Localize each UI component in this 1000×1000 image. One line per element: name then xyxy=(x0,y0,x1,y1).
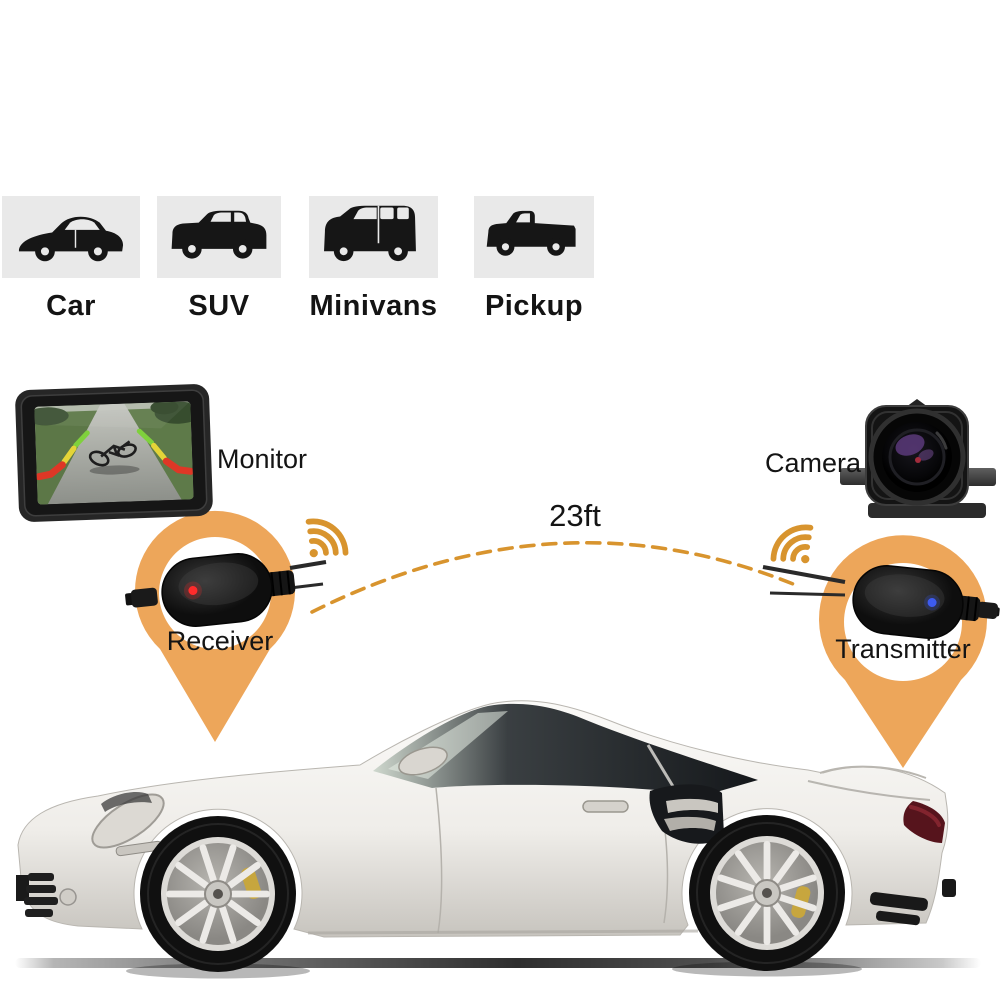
rear-wheel xyxy=(689,815,845,971)
door-handle xyxy=(582,800,629,813)
camera-lens-icon xyxy=(868,408,966,506)
vehicle-tile-pickup xyxy=(474,196,594,278)
parking-guidelines xyxy=(35,428,194,481)
transmitter-pin xyxy=(762,535,1000,768)
vehicle-label-pickup: Pickup xyxy=(484,290,584,322)
pickup-icon xyxy=(486,210,576,256)
receiver-antenna-wire xyxy=(289,582,324,590)
camera-bracket-bottom xyxy=(868,503,986,518)
bicycle-graphic xyxy=(88,440,140,475)
transmitter-antenna-wire xyxy=(769,591,846,597)
distance-arc xyxy=(310,540,800,614)
front-wheel xyxy=(140,816,296,972)
vehicle-label-car: Car xyxy=(46,290,96,322)
receiver-antenna-wire xyxy=(289,560,327,570)
ground-shadow xyxy=(15,958,981,968)
minivan-icon xyxy=(323,205,416,262)
side-air-intake xyxy=(649,784,724,844)
receiver-led xyxy=(188,586,198,596)
tail-light xyxy=(903,801,945,843)
car-photo xyxy=(16,700,956,979)
car-icon xyxy=(18,216,124,262)
side-mirror xyxy=(398,746,448,776)
camera-device xyxy=(840,399,996,518)
camera-bracket-left xyxy=(840,468,870,485)
monitor-screen xyxy=(34,401,194,505)
vehicle-tile-car xyxy=(2,196,140,278)
wifi-signal-transmitter-icon xyxy=(770,524,814,564)
vehicle-tile-minivan xyxy=(309,196,438,278)
camera-bracket-right xyxy=(964,468,996,486)
transmitter-antenna-wire xyxy=(762,565,846,584)
front-bumper-vents xyxy=(24,873,58,917)
distance-label: 23ft xyxy=(549,498,601,533)
receiver-device xyxy=(125,553,296,627)
map-pin-shape xyxy=(135,510,295,742)
transmitter-led xyxy=(927,598,937,608)
receiver-label: Receiver xyxy=(166,626,274,656)
transmitter-device xyxy=(852,565,1000,639)
vehicle-label-minivans: Minivans xyxy=(309,290,438,322)
suv-icon xyxy=(171,210,267,259)
transmitter-label: Transmitter xyxy=(835,634,971,664)
headlight xyxy=(91,793,165,849)
monitor-label: Monitor xyxy=(216,444,308,474)
camera-label: Camera xyxy=(764,448,862,478)
rear-bumper-vents xyxy=(869,879,956,926)
map-pin-shape xyxy=(819,535,987,768)
vehicle-tile-suv xyxy=(157,196,281,278)
wifi-signal-receiver-icon xyxy=(305,518,349,558)
monitor-device xyxy=(15,384,213,522)
vehicle-label-suv: SUV xyxy=(188,290,250,322)
receiver-pin xyxy=(125,510,327,742)
